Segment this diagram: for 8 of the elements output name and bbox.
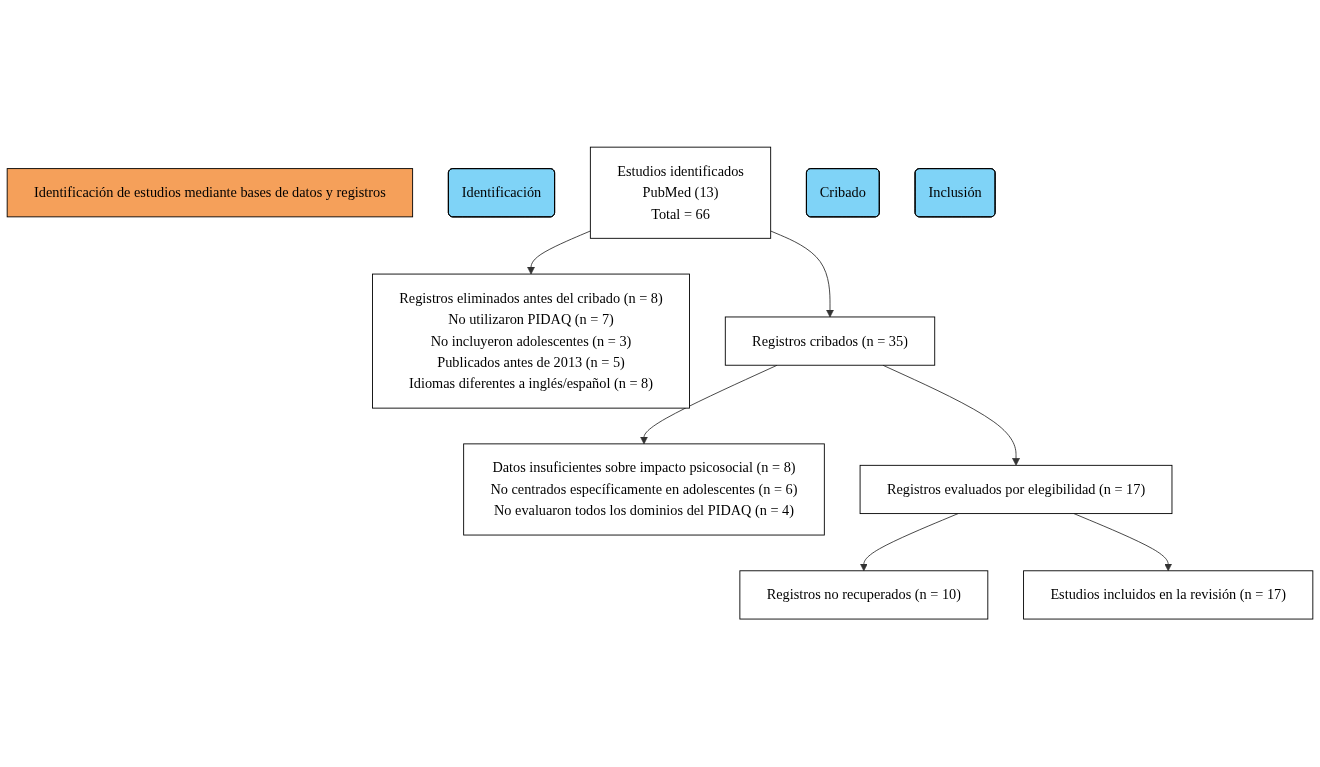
node-box: Estudios incluidos en la revisión (n = 17) xyxy=(1023,570,1314,620)
node-box: Datos insuficientes sobre impacto psicosocial (n = 8) No centrados específicamente en adolescentes (n = 6) No evaluaron todos los dominios del PIDAQ (n = 4) xyxy=(463,443,825,536)
node-box: Registros no recuperados (n = 10) xyxy=(739,570,989,620)
node-box: Registros cribados (n = 35) xyxy=(724,316,936,367)
node-box: Registros evaluados por elegibilidad (n = 17) xyxy=(859,465,1173,515)
node-box: Identificación de estudios mediante bases de datos y registros xyxy=(6,168,414,218)
node-box: Registros eliminados antes del cribado (n = 8) No utilizaron PIDAQ (n = 7) No incluyeron adolescentes (n = 3) Publicados antes de 2013 (n = 5) Idiomas diferentes a inglés/español (n = 8) xyxy=(372,274,690,409)
node-box: Estudios identificados PubMed (13) Total = 66 xyxy=(589,147,772,240)
